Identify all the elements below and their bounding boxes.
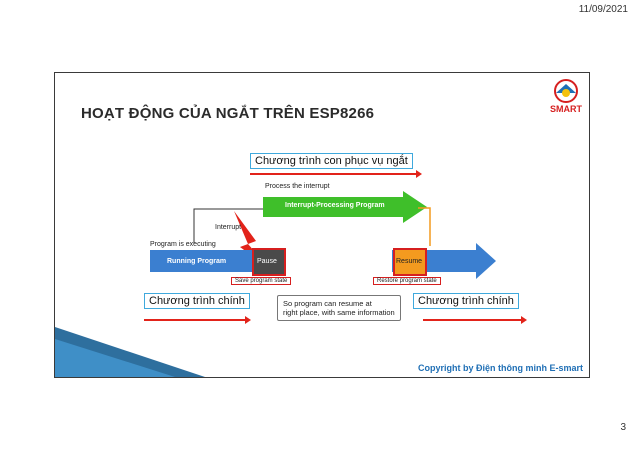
flow-lines bbox=[193, 207, 431, 269]
main-right-arrow bbox=[423, 316, 527, 324]
slide-title: HOẠT ĐỘNG CỦA NGẮT TRÊN ESP8266 bbox=[81, 105, 375, 122]
logo-text: SMART bbox=[550, 104, 582, 114]
corner-wedge bbox=[55, 327, 205, 377]
pause-label: Pause bbox=[257, 258, 277, 265]
interrupt-program-arrow bbox=[263, 191, 427, 223]
isr-label: Chương trình con phục vụ ngắt bbox=[250, 153, 413, 169]
running-program-label: Running Program bbox=[167, 258, 227, 265]
resume-label: Resume bbox=[396, 258, 423, 265]
main-left-arrow bbox=[144, 316, 251, 324]
restore-state-label: Restore program state bbox=[373, 277, 441, 285]
interrupt-program-label: Interrupt-Processing Program bbox=[285, 202, 385, 209]
pause-box bbox=[252, 248, 286, 276]
main-program-right: Chương trình chính bbox=[413, 293, 519, 309]
interrupt-label: Interrupt bbox=[215, 224, 242, 231]
running-program-bar bbox=[150, 250, 270, 272]
copyright: Copyright by Điện thông minh E-smart bbox=[417, 363, 583, 373]
program-executing-label: Program is executing bbox=[150, 241, 216, 248]
slide: HOẠT ĐỘNG CỦA NGẮT TRÊN ESP8266 SMART Ch… bbox=[54, 72, 590, 378]
main-program-left: Chương trình chính bbox=[144, 293, 250, 309]
esmart-logo: SMART bbox=[548, 79, 584, 114]
save-state-label: Save program state bbox=[231, 277, 292, 285]
process-interrupt-label: Process the interrupt bbox=[265, 183, 330, 190]
resume-box bbox=[393, 248, 427, 276]
page-number: 3 bbox=[620, 422, 626, 433]
note-line-2: right place, with same information bbox=[283, 308, 395, 317]
isr-arrow bbox=[250, 170, 422, 178]
date: 11/09/2021 bbox=[578, 4, 628, 15]
resume-note: So program can resume at right place, wi… bbox=[277, 295, 401, 321]
note-line-1: So program can resume at bbox=[283, 299, 372, 308]
